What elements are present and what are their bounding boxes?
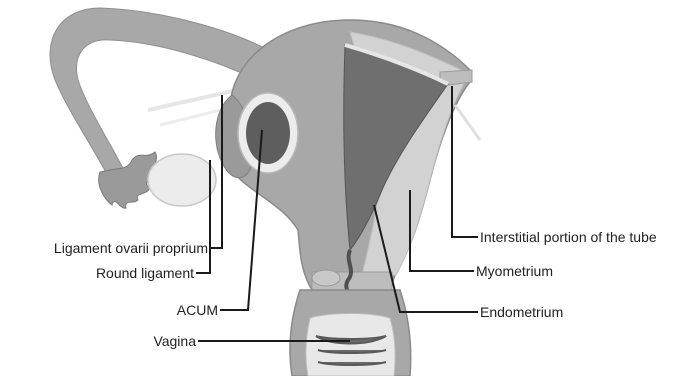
label-vagina: Vagina [8,333,196,349]
label-myometrium: Myometrium [476,263,553,279]
right-tube-strand [455,105,480,140]
ovary [148,154,216,206]
label-interstitial-portion: Interstitial portion of the tube [480,229,657,245]
label-ligament-ovarii-proprium: Ligament ovarii proprium [8,240,208,256]
cervical-ring [312,270,340,286]
label-round-ligament: Round ligament [8,265,194,281]
label-endometrium: Endometrium [480,304,563,320]
vagina-inner [306,314,395,376]
acum-cyst-inner [246,102,290,164]
label-acum: ACUM [8,302,218,318]
